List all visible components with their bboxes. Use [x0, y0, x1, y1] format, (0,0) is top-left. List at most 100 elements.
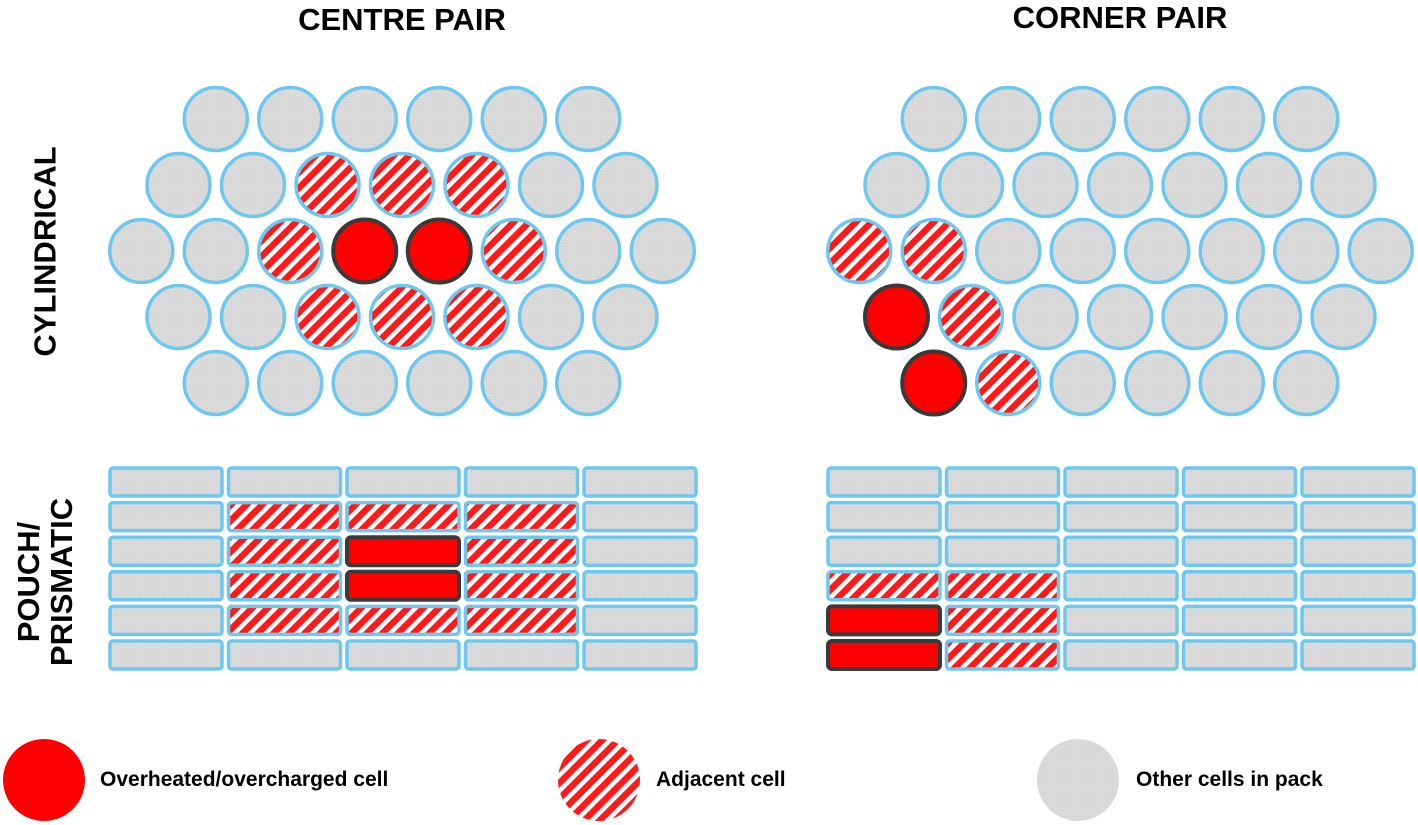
pouch-corner-cell-other: [1181, 535, 1298, 567]
cyl-corner-cell-other: [1347, 217, 1414, 285]
cyl-centre-cell-adjacent: [443, 283, 510, 351]
cyl-centre-cell-overheated: [331, 217, 399, 285]
pouch-centre-cell-other: [582, 466, 698, 498]
pouch-corner-cell-adjacent: [944, 570, 1061, 602]
cyl-corner-cell-other: [1049, 85, 1116, 153]
pouch-centre-cell-other: [463, 466, 580, 498]
cyl-corner-cell-other: [975, 217, 1042, 285]
cyl-centre-cell-other: [182, 85, 249, 153]
cyl-centre-cell-other: [331, 85, 398, 153]
pouch-corner-cell-other: [1300, 639, 1416, 671]
pouch-centre-cell-adjacent: [345, 604, 461, 637]
cyl-corner-cell-adjacent: [975, 349, 1042, 417]
legend-overheated-symbol: [3, 739, 85, 821]
cyl-centre-cell-other: [555, 349, 622, 417]
cyl-corner-cell-other: [1273, 85, 1340, 153]
pouch-corner-cell-overheated: [826, 639, 942, 671]
cyl-centre-cell-overheated: [405, 217, 473, 285]
pouch-centre-cell-other: [108, 535, 224, 567]
pouch-centre-cell-adjacent: [463, 500, 580, 533]
cyl-centre-cell-other: [592, 283, 659, 351]
cyl-corner-cell-other: [863, 151, 930, 219]
pouch-centre-cell-adjacent: [226, 570, 343, 602]
cyl-corner-cell-overheated: [863, 283, 930, 351]
pouch-corner-cell-other: [826, 466, 942, 498]
cyl-corner-cell-other: [1310, 151, 1377, 219]
cyl-corner-cell-other: [1086, 151, 1154, 219]
cyl-corner-cell-other: [1198, 85, 1265, 153]
cyl-corner-cell-other: [1198, 349, 1265, 417]
cyl-corner-cell-other: [1161, 283, 1228, 351]
cyl-centre-cell-other: [182, 217, 249, 285]
pouch-corner-cell-other: [1063, 535, 1179, 567]
pouch-centre-cell-other: [345, 639, 461, 671]
pouch-corner-cell-other: [1300, 466, 1416, 498]
cylindrical-centre-panel: [108, 85, 696, 417]
pouch-centre-cell-other: [108, 639, 224, 671]
pouch-centre-cell-other: [582, 604, 698, 637]
legend-other-label: Other cells in pack: [1136, 768, 1323, 791]
pouch-corner-cell-adjacent: [826, 570, 942, 602]
cyl-corner-cell-overheated: [900, 349, 968, 417]
cyl-centre-cell-other: [331, 349, 398, 417]
pouch-centre-cell-other: [226, 639, 343, 671]
cyl-corner-cell-other: [1124, 85, 1191, 153]
cyl-corner-cell-other: [937, 151, 1005, 219]
cyl-centre-cell-adjacent: [368, 151, 436, 219]
cyl-centre-cell-other: [145, 151, 212, 219]
pouch-centre-cell-adjacent: [463, 604, 580, 637]
pouch-centre-cell-other: [108, 604, 224, 637]
cyl-centre-cell-other: [629, 217, 696, 285]
pouch-corner-panel: [826, 466, 1416, 671]
cyl-centre-cell-other: [257, 85, 324, 153]
cyl-corner-cell-other: [1235, 151, 1303, 219]
cyl-centre-cell-other: [145, 283, 212, 351]
cyl-corner-cell-other: [1012, 283, 1079, 351]
cyl-corner-cell-adjacent: [900, 217, 967, 285]
pouch-centre-cell-other: [226, 466, 343, 498]
pouch-corner-cell-other: [1063, 466, 1179, 498]
cyl-centre-cell-adjacent: [480, 217, 547, 285]
pouch-corner-cell-other: [1300, 500, 1416, 533]
cyl-corner-cell-other: [1161, 151, 1228, 219]
cyl-centre-cell-other: [406, 85, 473, 153]
pouch-corner-cell-adjacent: [944, 604, 1061, 637]
corner-pair-title: CORNER PAIR: [1012, 0, 1228, 35]
pouch-centre-cell-other: [345, 466, 461, 498]
pouch-centre-cell-adjacent: [463, 570, 580, 602]
cyl-centre-cell-other: [219, 283, 287, 351]
legend-overheated-label: Overheated/overcharged cell: [100, 768, 389, 791]
cyl-centre-cell-adjacent: [368, 283, 436, 351]
pouch-centre-cell-adjacent: [226, 500, 343, 533]
pouch-corner-cell-other: [1181, 570, 1298, 602]
pouch-corner-cell-other: [1300, 570, 1416, 602]
pouch-corner-cell-other: [1063, 604, 1179, 637]
pouch-centre-cell-overheated: [345, 569, 461, 602]
cyl-centre-cell-adjacent: [294, 283, 361, 351]
cyl-corner-cell-other: [1012, 151, 1079, 219]
cyl-corner-cell-other: [1198, 217, 1265, 285]
centre-pair-title: CENTRE PAIR: [298, 2, 506, 37]
pouch-centre-cell-other: [108, 500, 224, 533]
cyl-centre-cell-other: [480, 349, 547, 417]
pouch-centre-cell-other: [463, 639, 580, 671]
pouch-centre-cell-other: [582, 535, 698, 567]
pouch-corner-cell-adjacent: [944, 639, 1061, 671]
pouch-centre-panel: [108, 466, 698, 671]
pouch-corner-cell-other: [1181, 466, 1298, 498]
cyl-centre-cell-other: [219, 151, 287, 219]
pouch-corner-cell-other: [1063, 570, 1179, 602]
legend-adjacent-symbol: [558, 739, 640, 821]
pouch-corner-cell-other: [1181, 604, 1298, 637]
cyl-centre-cell-other: [592, 151, 659, 219]
cyl-centre-cell-adjacent: [257, 217, 324, 285]
pouch-corner-cell-other: [1300, 535, 1416, 567]
pouch-corner-cell-other: [944, 500, 1061, 533]
cyl-corner-cell-other: [1273, 217, 1340, 285]
cyl-corner-cell-other: [975, 85, 1042, 153]
legend-adjacent-label: Adjacent cell: [656, 768, 786, 791]
cyl-centre-cell-other: [257, 349, 324, 417]
cyl-centre-cell-other: [555, 85, 622, 153]
cyl-corner-cell-other: [1310, 283, 1377, 351]
